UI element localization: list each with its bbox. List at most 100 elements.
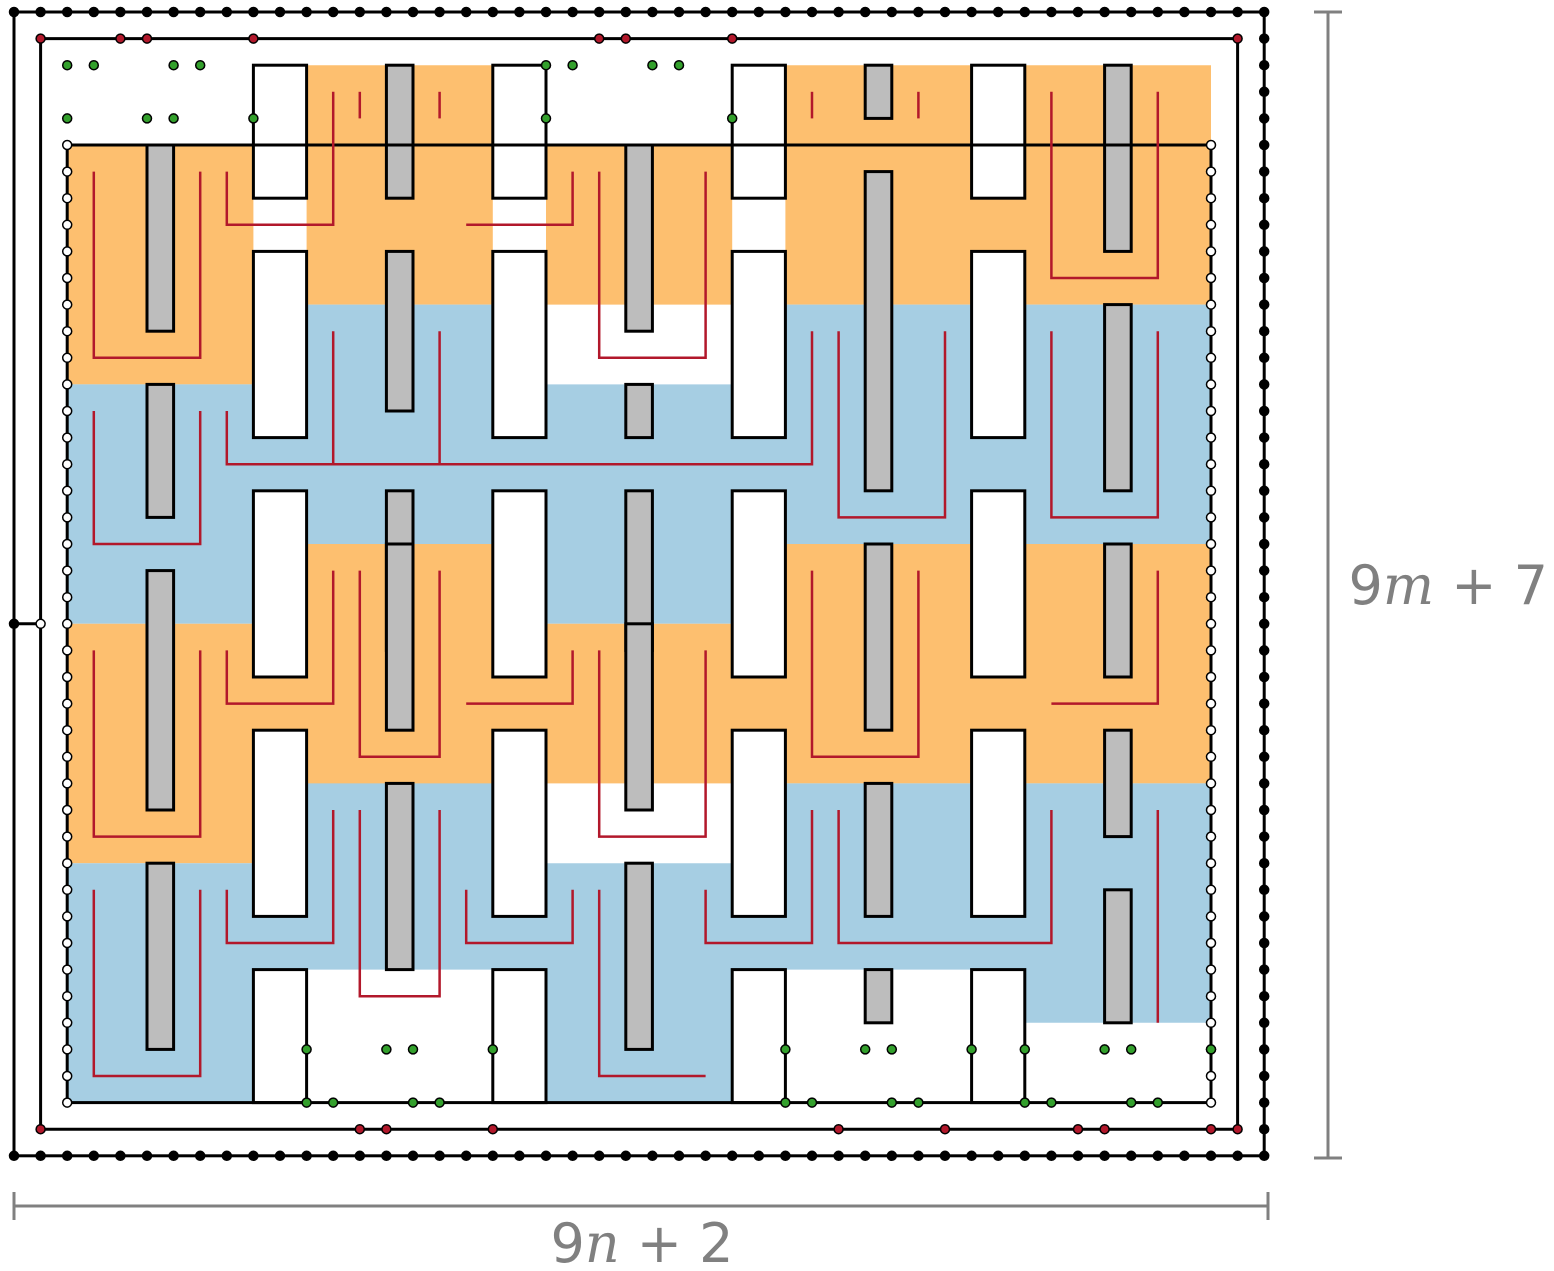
border-node (754, 8, 763, 17)
border-node (1260, 194, 1269, 203)
node (63, 1018, 72, 1027)
node (1207, 992, 1216, 1001)
gray-bar (1105, 890, 1132, 1023)
white-slot (732, 251, 785, 437)
node (63, 194, 72, 203)
node (1207, 619, 1216, 628)
border-node (1260, 380, 1269, 389)
border-node (1153, 8, 1162, 17)
border-node (675, 1151, 684, 1160)
green-node (89, 61, 98, 70)
node (1207, 593, 1216, 602)
border-node (1207, 1151, 1216, 1160)
border-node (143, 1151, 152, 1160)
green-node (169, 114, 178, 123)
border-node (834, 1151, 843, 1160)
border-node (994, 8, 1003, 17)
border-node (1260, 220, 1269, 229)
gray-bar (386, 251, 413, 411)
gray-bar (1105, 544, 1132, 677)
border-node (1074, 1151, 1083, 1160)
border-node (10, 619, 19, 628)
green-node (728, 114, 737, 123)
border-node (169, 8, 178, 17)
border-node (462, 8, 471, 17)
white-slot (493, 730, 546, 916)
border-node (1127, 8, 1136, 17)
red-node (1074, 1125, 1083, 1134)
border-node (1233, 8, 1242, 17)
red-node (36, 1125, 45, 1134)
gray-bar (865, 544, 892, 730)
node (63, 832, 72, 841)
border-node (515, 1151, 524, 1160)
gray-bar (147, 863, 174, 1049)
node (63, 912, 72, 921)
border-node (488, 8, 497, 17)
border-node (834, 8, 843, 17)
border-node (89, 1151, 98, 1160)
node (63, 380, 72, 389)
border-node (1260, 274, 1269, 283)
white-slot (493, 251, 546, 437)
green-node (568, 61, 577, 70)
border-node (249, 1151, 258, 1160)
border-node (409, 8, 418, 17)
red-node (488, 1125, 497, 1134)
white-slot (253, 65, 306, 198)
border-node (675, 8, 684, 17)
border-node (1260, 1151, 1269, 1160)
node (1207, 1072, 1216, 1081)
border-node (1260, 673, 1269, 682)
node (1207, 247, 1216, 256)
border-node (728, 8, 737, 17)
node (63, 433, 72, 442)
border-node (648, 8, 657, 17)
white-slot (732, 491, 785, 677)
node (1207, 912, 1216, 921)
white-slot (493, 970, 546, 1103)
node (63, 141, 72, 150)
border-node (116, 1151, 125, 1160)
node (1207, 194, 1216, 203)
border-node (382, 8, 391, 17)
node (63, 513, 72, 522)
green-node (435, 1098, 444, 1107)
border-node (1260, 1098, 1269, 1107)
border-node (1260, 806, 1269, 815)
height-dimension (1314, 12, 1342, 1158)
border-node (1047, 1151, 1056, 1160)
border-node (1260, 87, 1269, 96)
border-node (1260, 965, 1269, 974)
border-node (701, 8, 710, 17)
node (63, 619, 72, 628)
node (1207, 380, 1216, 389)
border-node (967, 1151, 976, 1160)
border-node (1260, 513, 1269, 522)
node (1207, 1098, 1216, 1107)
node (63, 353, 72, 362)
node (1207, 460, 1216, 469)
border-node (1260, 8, 1269, 17)
node (63, 167, 72, 176)
border-node (1260, 992, 1269, 1001)
white-slot (253, 970, 306, 1103)
node (63, 1072, 72, 1081)
border-node (1100, 1151, 1109, 1160)
red-node (1100, 1125, 1109, 1134)
green-node (143, 114, 152, 123)
border-node (1260, 247, 1269, 256)
border-node (1047, 8, 1056, 17)
green-node (781, 1098, 790, 1107)
border-node (196, 1151, 205, 1160)
node (1207, 726, 1216, 735)
green-node (302, 1098, 311, 1107)
node (63, 274, 72, 283)
node (63, 300, 72, 309)
border-node (1260, 752, 1269, 761)
white-slot (972, 970, 1025, 1103)
width-label: 9n + 2 (550, 1212, 733, 1271)
node (63, 859, 72, 868)
border-node (914, 8, 923, 17)
